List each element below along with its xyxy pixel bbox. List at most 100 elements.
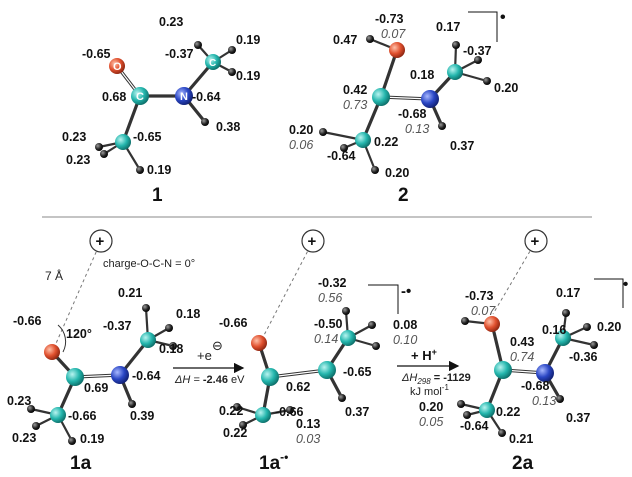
- probe-charge: [301, 229, 325, 253]
- charge-label: 0.47: [333, 33, 357, 47]
- charge-label: 0.22: [219, 404, 243, 418]
- angle-label: 120°: [66, 327, 92, 341]
- hydrogen-atom: [368, 321, 376, 329]
- hydrogen-atom: [32, 422, 40, 430]
- distance-label: 7 Å: [45, 268, 63, 283]
- carbon-atom: [50, 407, 66, 423]
- hydrogen-atom: [366, 35, 374, 43]
- charge-label: -0.37: [463, 44, 492, 58]
- dihedral-label: charge-O-C-N = 0°: [103, 258, 195, 270]
- radical-bracket: [594, 278, 624, 308]
- nitrogen-atom: [536, 364, 554, 382]
- molecule-caption: 1a: [70, 453, 92, 474]
- hydrogen-atom: [286, 406, 294, 414]
- hydrogen-atom: [228, 46, 236, 54]
- hydrogen-atom: [95, 143, 103, 151]
- hydrogen-atom: [438, 122, 446, 130]
- charge-label: -0.66: [275, 405, 304, 419]
- charge-label: 0.19: [236, 69, 260, 83]
- hydrogen-atom: [27, 405, 35, 413]
- charge-label: 0.19: [80, 432, 104, 446]
- oxygen-atom: [44, 344, 60, 360]
- electron-label: +e: [197, 348, 212, 363]
- molecule-caption: 1: [152, 185, 163, 206]
- charge-label: 0.18: [159, 342, 183, 356]
- proton-label: + H+: [411, 347, 437, 363]
- spin-label: 0.74: [510, 350, 534, 364]
- carbon-atom: [261, 368, 279, 386]
- enthalpy-label: ΔH = -2.46 eV: [174, 374, 245, 386]
- charge-label: 0.22: [496, 405, 520, 419]
- charge-label: 0.20: [419, 400, 443, 414]
- probe-charge-symbol: +: [531, 233, 540, 250]
- oxygen-atom: [251, 335, 267, 351]
- charge-label: -0.64: [327, 149, 356, 163]
- molecule-2a: + • -0.73 0.07 0.17 0.43 0.74 0.16: [419, 229, 628, 474]
- atom-symbol: N: [180, 91, 188, 103]
- hydrogen-atom: [452, 41, 460, 49]
- charge-label: -0.65: [343, 365, 372, 379]
- hydrogen-atom: [474, 56, 482, 64]
- hydrogen-atom: [562, 309, 570, 317]
- hydrogen-atom: [498, 429, 506, 437]
- charge-label: 0.39: [130, 409, 154, 423]
- charge-label: 0.17: [556, 286, 580, 300]
- probe-charge-symbol: +: [96, 233, 105, 250]
- charge-label: -0.37: [103, 319, 132, 333]
- spin-label: 0.06: [289, 138, 313, 152]
- molecule-caption: 1a-•: [259, 450, 288, 474]
- hydrogen-atom: [338, 394, 346, 402]
- hydrogen-atom: [194, 41, 202, 49]
- charge-label: 0.23: [7, 394, 31, 408]
- carbon-atom: [372, 88, 390, 106]
- hydrogen-atom: [128, 400, 136, 408]
- carbon-atom: [140, 332, 156, 348]
- charge-label: 0.21: [509, 432, 533, 446]
- carbon-atom: [255, 407, 271, 423]
- charge-label: 0.23: [62, 130, 86, 144]
- molecule-1a-radical-anion: + -• -0.66 -0.32 0.56 -0.50 0.14 0.08 0.…: [219, 229, 417, 474]
- charge-label: -0.32: [318, 276, 347, 290]
- electron-addition-arrow: +e ⊖ ΔH = -2.46 eV: [173, 338, 245, 386]
- charge-label: 0.23: [12, 431, 36, 445]
- proton-addition-arrow: + H+ ΔH298 = -1129 kJ mol-1: [397, 347, 471, 398]
- hydrogen-atom: [136, 166, 144, 174]
- charge-label: 0.37: [566, 411, 590, 425]
- spin-label: 0.73: [343, 98, 367, 112]
- molecule-2: • -0.73 0.07 0.47 0.42 0.73 0.18 -0.37 0…: [289, 9, 518, 206]
- spin-label: 0.10: [393, 333, 417, 347]
- charge-label: -0.73: [465, 289, 494, 303]
- spin-label: 0.07: [471, 304, 496, 318]
- molecule-caption: 2: [398, 185, 409, 206]
- radical-bracket: [468, 11, 498, 42]
- molecule-caption: 2a: [512, 453, 534, 474]
- nitrogen-atom: [175, 87, 193, 105]
- hydrogen-atom: [463, 411, 471, 419]
- charge-label: 0.69: [84, 381, 108, 395]
- charge-label: 0.08: [393, 318, 417, 332]
- hydrogen-atom: [483, 77, 491, 85]
- carbon-atom: [131, 87, 149, 105]
- carbon-atom: [340, 330, 356, 346]
- carbon-atom: [355, 132, 371, 148]
- charge-label: 0.68: [102, 90, 126, 104]
- molecule-1a: + 7 Å charge-O-C-N = 0° 120° -0.66 0.21 …: [7, 229, 200, 474]
- charge-label: -0.66: [13, 314, 42, 328]
- spin-label: 0.13: [532, 394, 556, 408]
- charge-label: -0.66: [68, 409, 97, 423]
- atom-symbol: C: [136, 91, 144, 103]
- nitrogen-atom: [421, 90, 439, 108]
- charge-label: -0.64: [460, 419, 489, 433]
- hydrogen-atom: [371, 166, 379, 174]
- charge-label: 0.42: [343, 83, 367, 97]
- charge-label: 0.20: [494, 81, 518, 95]
- charge-label: 0.20: [385, 166, 409, 180]
- atom-symbol: C: [209, 58, 216, 69]
- oxygen-atom: [109, 58, 125, 74]
- hydrogen-atom: [169, 342, 177, 350]
- charge-label: 0.18: [410, 68, 434, 82]
- charge-label: 0.20: [289, 123, 313, 137]
- charge-label: 0.20: [597, 320, 621, 334]
- radical-mark: •: [623, 276, 628, 293]
- charge-label: 0.18: [176, 307, 200, 321]
